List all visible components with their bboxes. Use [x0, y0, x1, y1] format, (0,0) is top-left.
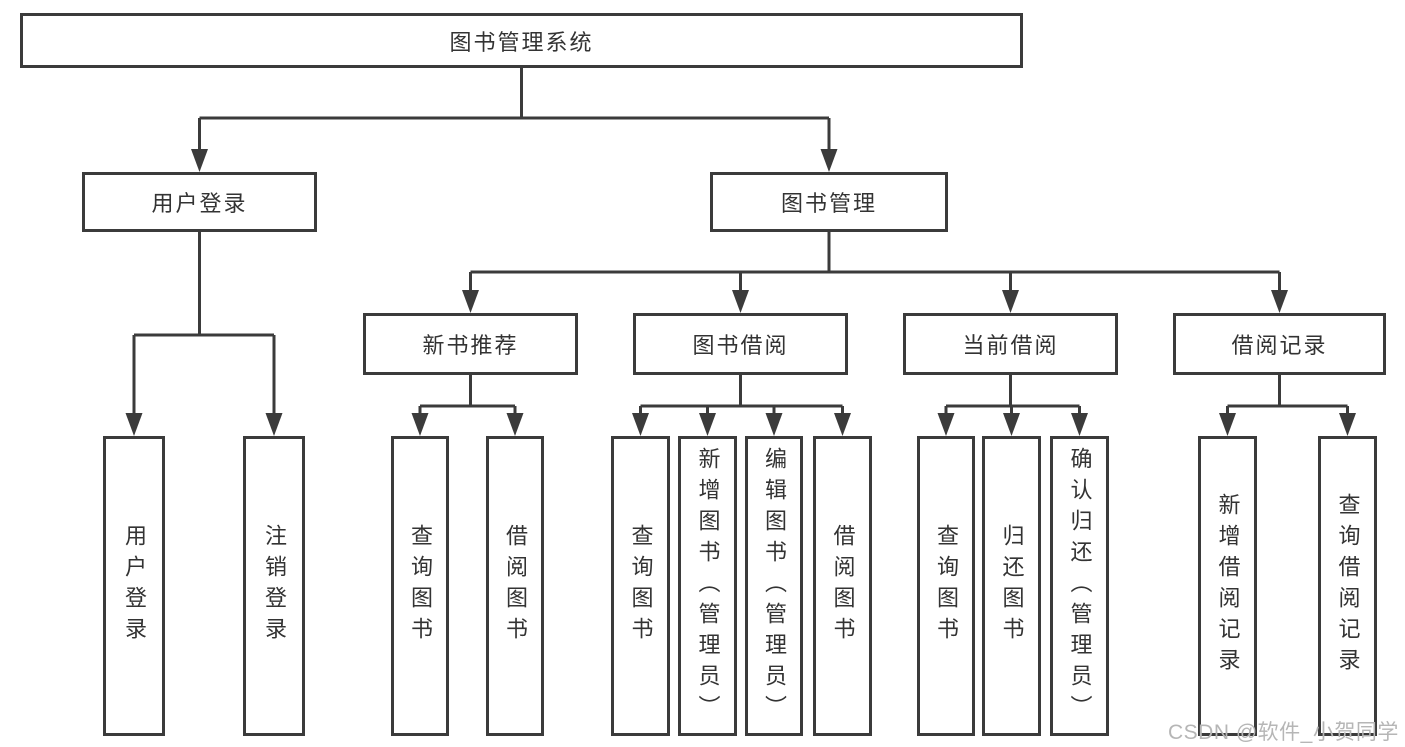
arrowhead-down-icon	[1002, 290, 1019, 313]
leaf-logout: 注销登录	[243, 436, 305, 736]
node-label: 查询借阅记录	[1335, 493, 1361, 679]
node-label: 归还图书	[999, 524, 1025, 648]
leaf-borrow-books-borrowing: 借阅图书	[813, 436, 872, 736]
arrowhead-down-icon	[1339, 413, 1356, 436]
arrowhead-down-icon	[462, 290, 479, 313]
node-label: 编辑图书（管理员）	[762, 446, 787, 726]
arrowhead-down-icon	[632, 413, 649, 436]
arrowhead-down-icon	[191, 149, 208, 172]
csdn-watermark: CSDN @软件_小贺同学	[1168, 721, 1399, 744]
node-label: 新增借阅记录	[1215, 493, 1241, 679]
arrowhead-down-icon	[506, 413, 524, 436]
arrowhead-down-icon	[820, 149, 838, 172]
node-label: 新书推荐	[422, 333, 519, 358]
arrowhead-down-icon	[1071, 413, 1088, 436]
node-label: 图书借阅	[692, 333, 789, 358]
node-new-book-recommendation: 新书推荐	[363, 313, 578, 375]
node-label: 确认归还（管理员）	[1067, 446, 1093, 726]
leaf-add-borrowing-record: 新增借阅记录	[1198, 436, 1257, 736]
node-label: 查询图书	[934, 524, 959, 648]
node-label: 用户登录	[122, 524, 147, 648]
node-label: 图书管理系统	[449, 29, 594, 55]
leaf-confirm-return-admin: 确认归还（管理员）	[1050, 436, 1109, 736]
arrowhead-down-icon	[699, 413, 716, 436]
leaf-edit-books-admin: 编辑图书（管理员）	[745, 436, 803, 736]
node-label: 图书管理	[780, 191, 877, 216]
leaf-query-books-recommendation: 查询图书	[391, 436, 449, 736]
arrowhead-down-icon	[1003, 413, 1020, 436]
arrowhead-down-icon	[732, 290, 749, 313]
arrowhead-down-icon	[411, 413, 429, 436]
node-borrowing-records: 借阅记录	[1173, 313, 1386, 375]
node-label: 用户登录	[151, 191, 248, 216]
node-current-borrowing: 当前借阅	[903, 313, 1118, 375]
node-user-login: 用户登录	[82, 172, 317, 232]
arrowhead-down-icon	[834, 413, 851, 436]
node-book-borrowing: 图书借阅	[633, 313, 848, 375]
arrowhead-down-icon	[937, 413, 955, 436]
arrowhead-down-icon	[1271, 290, 1288, 313]
node-label: 新增图书（管理员）	[695, 446, 721, 726]
leaf-query-books-borrowing: 查询图书	[611, 436, 670, 736]
node-label: 借阅记录	[1231, 333, 1328, 358]
arrowhead-down-icon	[765, 413, 783, 436]
leaf-query-borrowing-record: 查询借阅记录	[1318, 436, 1377, 736]
arrowhead-down-icon	[1219, 413, 1236, 436]
node-label: 借阅图书	[503, 524, 528, 648]
leaf-user-login: 用户登录	[103, 436, 165, 736]
node-library-management-system: 图书管理系统	[20, 13, 1023, 68]
arrowhead-down-icon	[265, 413, 283, 436]
leaf-add-books-admin: 新增图书（管理员）	[678, 436, 737, 736]
leaf-return-books: 归还图书	[982, 436, 1041, 736]
node-label: 当前借阅	[962, 333, 1059, 358]
node-label: 查询图书	[628, 524, 654, 648]
leaf-borrow-books-recommendation: 借阅图书	[486, 436, 544, 736]
node-book-management: 图书管理	[710, 172, 948, 232]
leaf-query-books-current: 查询图书	[917, 436, 975, 736]
node-label: 注销登录	[262, 524, 287, 648]
arrowhead-down-icon	[125, 413, 143, 436]
node-label: 借阅图书	[830, 524, 856, 648]
node-label: 查询图书	[408, 524, 433, 648]
